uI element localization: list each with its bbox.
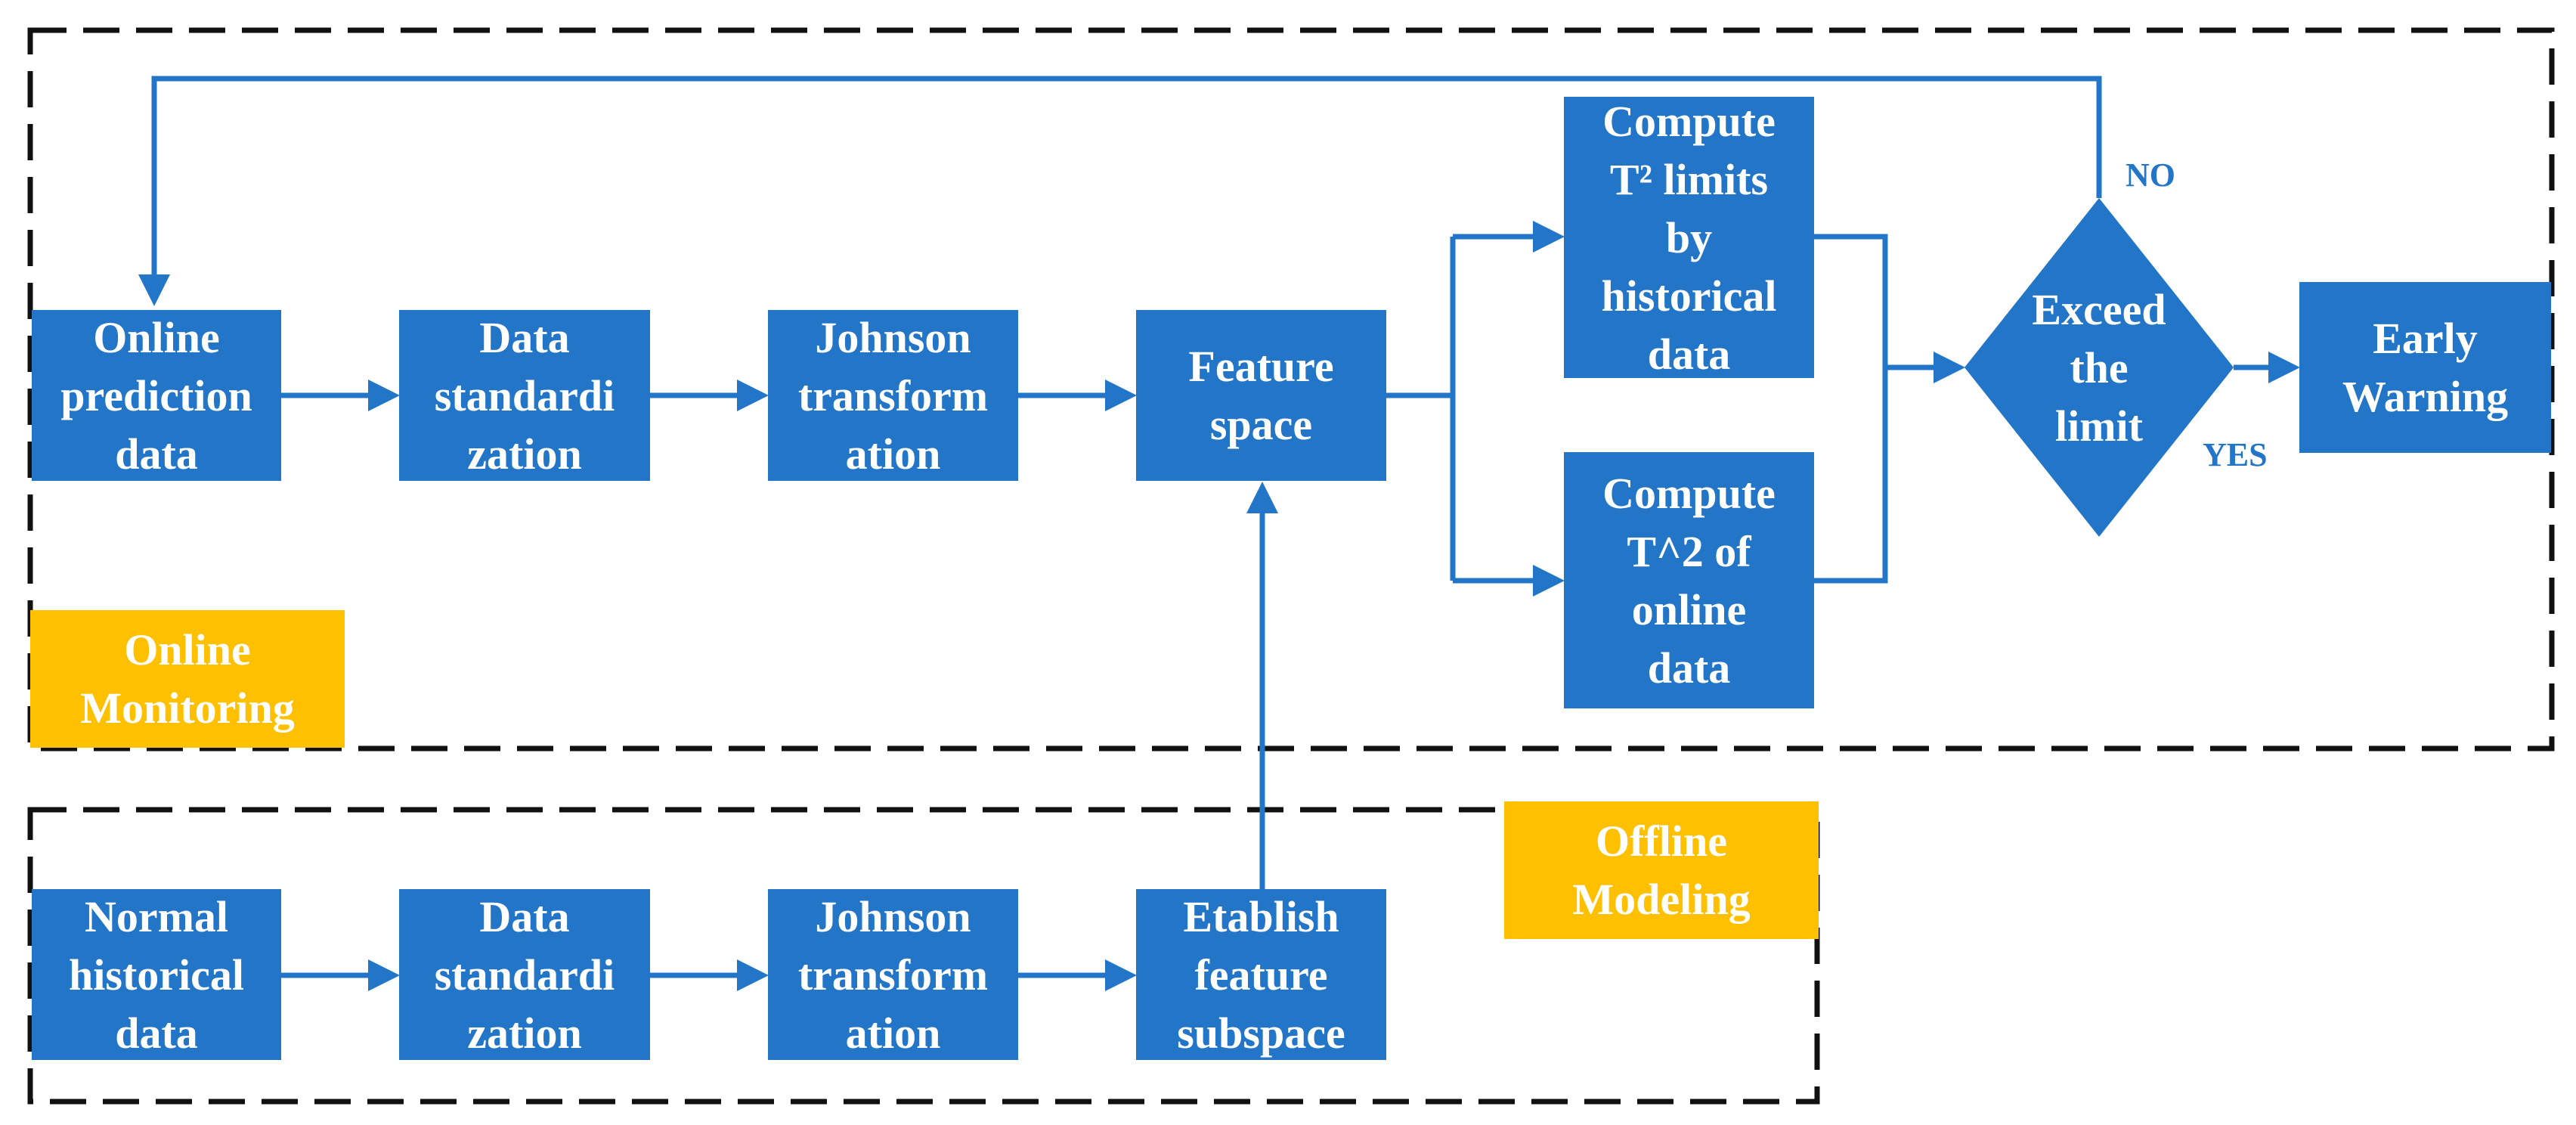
exceed-limit-label: Exceed the limit <box>2032 284 2166 451</box>
online-monitoring-tag: Online Monitoring <box>30 610 345 748</box>
compute-t2-limits-box: Compute T² limits by historical data <box>1564 97 1814 379</box>
offline-modeling-group-border <box>27 807 1820 1105</box>
no-branch-label: NO <box>2126 157 2175 194</box>
exceed-limit-diamond <box>1965 198 2234 537</box>
online-johnson-transformation-box: Johnson transform ation <box>768 310 1018 481</box>
early-warning-box: Early Warning <box>2299 282 2551 453</box>
normal-historical-data-box: Normal historical data <box>32 889 281 1060</box>
offline-modeling-tag: Offline Modeling <box>1504 801 1819 939</box>
offline-johnson-transformation-box: Johnson transform ation <box>768 889 1018 1060</box>
offline-data-standardization-box: Data standardi zation <box>399 889 650 1060</box>
online-data-standardization-box: Data standardi zation <box>399 310 650 481</box>
online-monitoring-group-border <box>27 27 2555 752</box>
yes-branch-label: YES <box>2203 436 2268 473</box>
arrow-decision-no-feedback <box>138 76 2102 306</box>
establish-feature-subspace-box: Etablish feature subspace <box>1136 889 1386 1060</box>
feature-space-box: Feature space <box>1136 310 1386 481</box>
connector-compute-limits-out <box>1814 234 1888 584</box>
online-prediction-data-box: Online prediction data <box>32 310 281 481</box>
compute-t2-online-box: Compute T^2 of online data <box>1564 452 1814 708</box>
